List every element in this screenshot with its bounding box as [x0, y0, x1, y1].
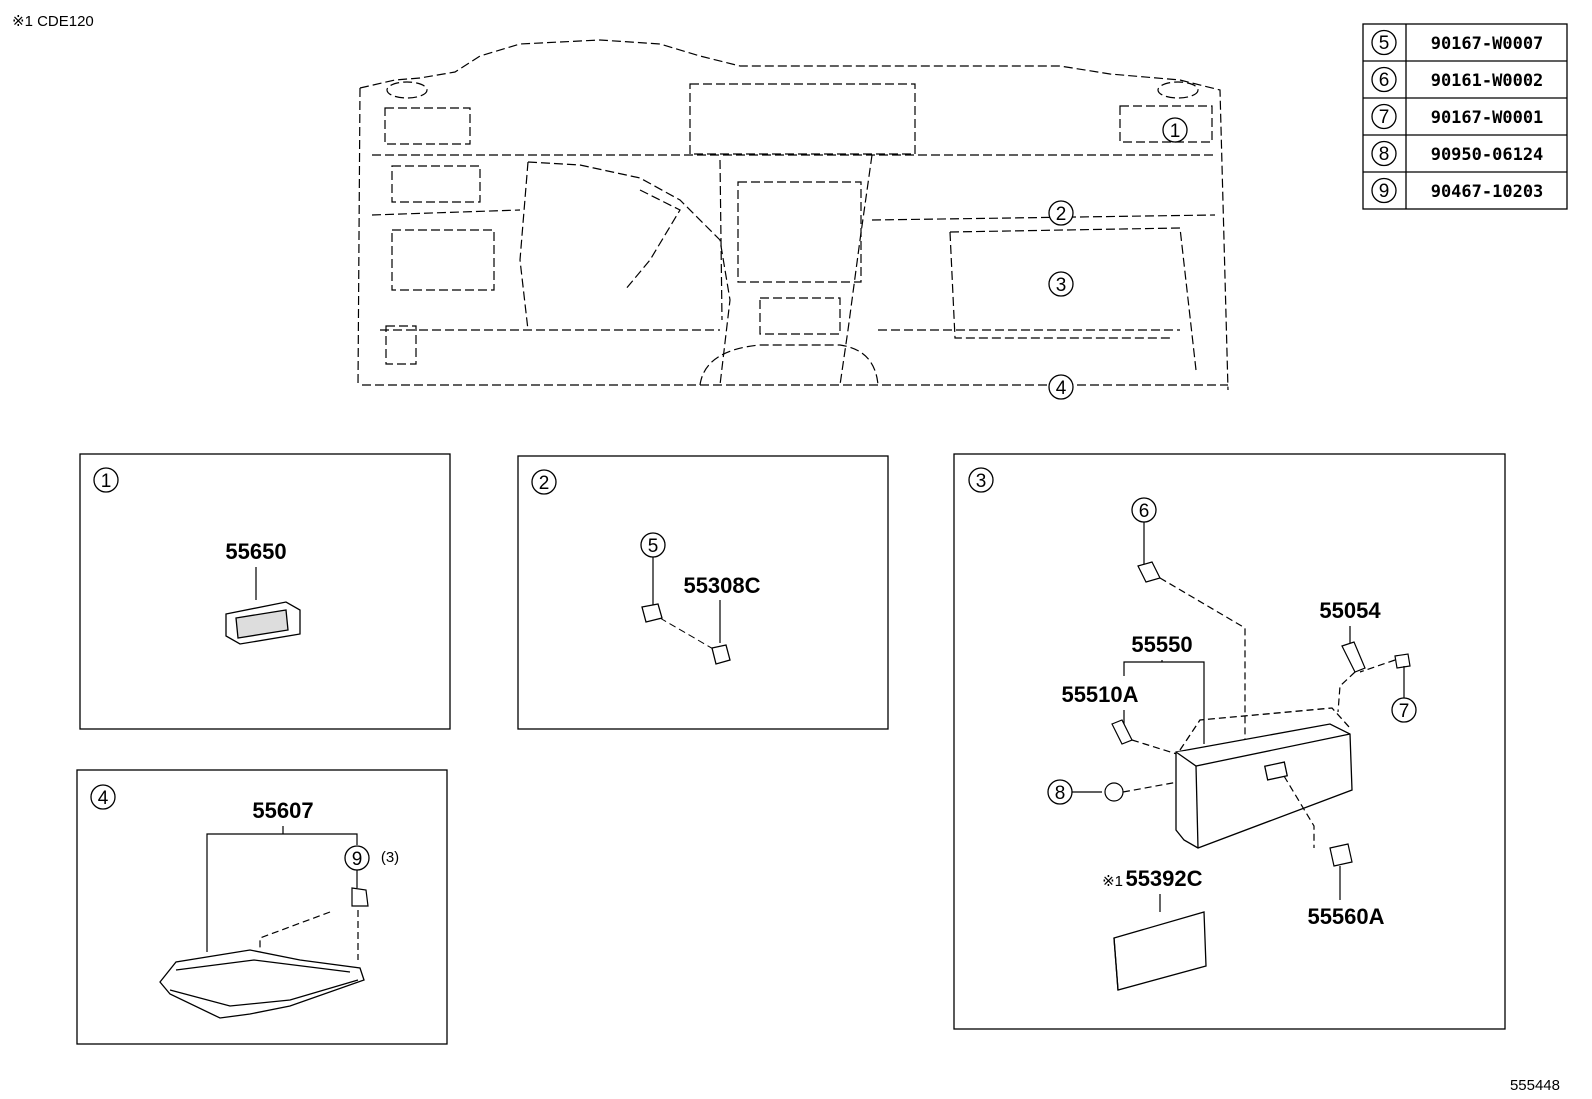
figure-id: 555448: [1510, 1077, 1560, 1094]
table-ref-6: 6: [1379, 70, 1390, 91]
panel-3: 3 6 55054 7 55550 55510A 8: [953, 453, 1506, 1030]
part-label-55650: 55650: [225, 539, 286, 564]
part-label-55510A: 55510A: [1061, 682, 1138, 707]
part-note-mark: ※1: [1102, 873, 1123, 890]
table-part-9: 90467-10203: [1431, 182, 1544, 202]
parts-table: [1362, 23, 1568, 210]
owners-manual-part: [1113, 911, 1207, 991]
overview-callout-4: 4: [1056, 378, 1067, 399]
panel-4-ref: 4: [98, 788, 109, 809]
part-label-55054: 55054: [1319, 598, 1381, 623]
table-part-7: 90167-W0001: [1431, 108, 1544, 128]
panel-1: 1 55650: [79, 453, 451, 730]
panel-2: 2 5 55308C: [517, 455, 889, 730]
table-ref-5: 5: [1379, 33, 1390, 54]
panel-3-ref: 3: [976, 471, 987, 492]
clip-part: [711, 644, 731, 665]
overview-callout-3: 3: [1056, 275, 1067, 296]
table-ref-8: 8: [1379, 144, 1390, 165]
header-note: ※1 CDE120: [12, 13, 94, 30]
under-cover-part: [159, 949, 365, 1019]
part-label-55308C: 55308C: [683, 573, 760, 598]
screw-part: [641, 603, 663, 623]
panel-1-ref: 1: [101, 471, 112, 492]
panel-4: 4 55607 9 (3): [76, 769, 448, 1045]
overview-callout-1: 1: [1170, 121, 1181, 142]
overview-callout-2: 2: [1056, 204, 1067, 225]
part-label-55607: 55607: [252, 798, 313, 823]
part-label-55560A: 55560A: [1307, 904, 1384, 929]
panel-2-callout-5: 5: [648, 536, 659, 557]
panel-2-ref: 2: [539, 473, 550, 494]
parts-table-refs: 5 6 7 8 9: [1379, 33, 1390, 202]
panel-3-callout-6: 6: [1139, 501, 1150, 522]
table-ref-9: 9: [1379, 181, 1390, 202]
panel-4-qty: (3): [381, 849, 399, 866]
overview-callout-circles: [1048, 117, 1188, 400]
glove-box-part: [1175, 707, 1353, 849]
table-part-8: 90950-06124: [1431, 145, 1544, 165]
air-vent-part: [225, 601, 301, 645]
panel-3-callout-7: 7: [1399, 701, 1410, 722]
dashboard-overview-drawing: [357, 39, 1229, 391]
part-label-55392C: 55392C: [1125, 866, 1202, 891]
parts-table-numbers: 90167-W0007 90161-W0002 90167-W0001 9095…: [1431, 34, 1544, 202]
table-part-5: 90167-W0007: [1431, 34, 1544, 54]
table-part-6: 90161-W0002: [1431, 71, 1544, 91]
panel-3-callout-8: 8: [1055, 783, 1066, 804]
panel-4-callout-9: 9: [352, 849, 363, 870]
table-ref-7: 7: [1379, 107, 1390, 128]
part-label-55550: 55550: [1131, 632, 1192, 657]
